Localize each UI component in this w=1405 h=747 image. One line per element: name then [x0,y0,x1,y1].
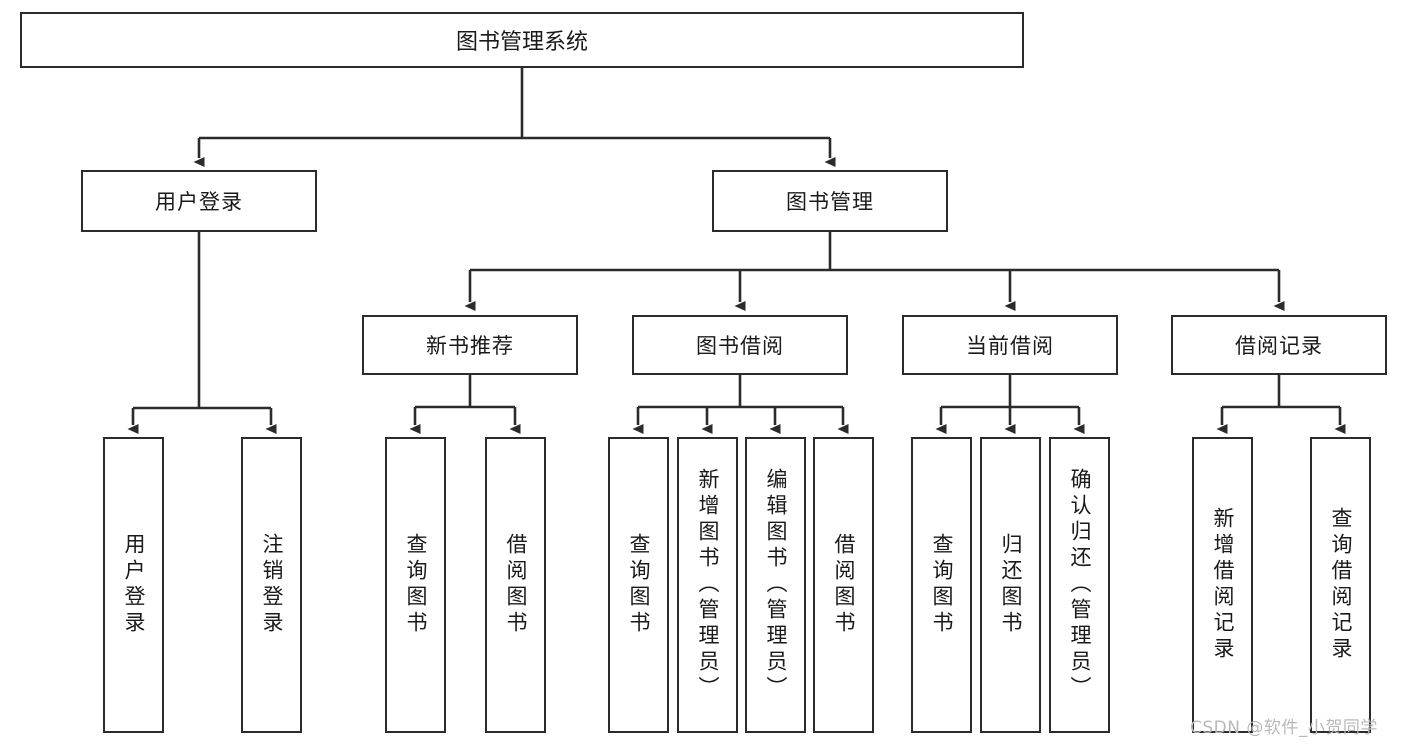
node-label: 新书推荐 [426,334,514,358]
leaf-current-query-book[interactable]: 查询图书 [911,437,972,733]
node-label: 图书管理系统 [455,30,588,55]
node-current-borrow[interactable]: 当前借阅 [902,315,1118,375]
leaf-current-return-book[interactable]: 归还图书 [980,437,1041,733]
node-label: 图书管理 [786,190,874,214]
node-label: 借阅记录 [1235,334,1323,358]
node-label: 新增借阅记录 [1211,507,1235,663]
node-book-management[interactable]: 图书管理 [712,170,948,232]
node-label: 归还图书 [999,533,1023,637]
node-user-login[interactable]: 用户登录 [81,170,317,232]
node-label: 确认归还（管理员） [1068,468,1092,702]
node-label: 查询图书 [404,533,428,637]
node-label: 当前借阅 [966,334,1054,358]
node-label: 查询图书 [627,533,651,637]
leaf-borrow-borrow-book[interactable]: 借阅图书 [813,437,874,733]
node-book-borrow[interactable]: 图书借阅 [632,315,848,375]
node-label: 查询借阅记录 [1329,507,1353,663]
node-new-book-recommend[interactable]: 新书推荐 [362,315,578,375]
leaf-current-confirm-return-admin[interactable]: 确认归还（管理员） [1049,437,1110,733]
leaf-borrow-edit-book-admin[interactable]: 编辑图书（管理员） [745,437,806,733]
leaf-borrow-add-book-admin[interactable]: 新增图书（管理员） [677,437,738,733]
leaf-borrow-query-book[interactable]: 查询图书 [608,437,669,733]
leaf-recommend-borrow-book[interactable]: 借阅图书 [485,437,546,733]
node-label: 用户登录 [122,533,146,637]
node-label: 用户登录 [155,190,243,214]
leaf-record-add-borrow-record[interactable]: 新增借阅记录 [1192,437,1253,733]
node-label: 图书借阅 [696,334,784,358]
leaf-user-login[interactable]: 用户登录 [103,437,164,733]
node-label: 查询图书 [930,533,954,637]
node-label: 编辑图书（管理员） [764,468,788,702]
node-borrow-record[interactable]: 借阅记录 [1171,315,1387,375]
leaf-recommend-query-book[interactable]: 查询图书 [385,437,446,733]
leaf-logout-login[interactable]: 注销登录 [241,437,302,733]
node-label: 新增图书（管理员） [696,468,720,702]
leaf-record-query-borrow-record[interactable]: 查询借阅记录 [1310,437,1371,733]
node-label: 借阅图书 [832,533,856,637]
csdn-watermark: CSDN @软件_小贺同学 [1190,718,1378,738]
node-root-book-management-system[interactable]: 图书管理系统 [20,12,1024,68]
node-label: 注销登录 [260,533,284,637]
node-label: 借阅图书 [504,533,528,637]
